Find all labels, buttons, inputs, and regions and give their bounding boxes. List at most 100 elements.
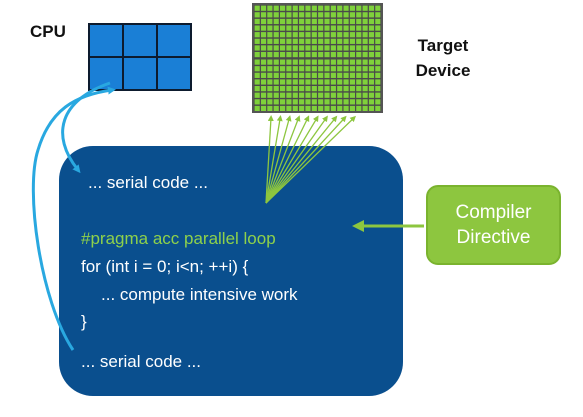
gpu-core: [292, 59, 298, 65]
gpu-core: [305, 66, 311, 72]
gpu-core: [299, 86, 305, 92]
gpu-core: [318, 25, 324, 31]
gpu-core: [292, 72, 298, 78]
gpu-core: [324, 51, 330, 58]
gpu-core: [260, 99, 267, 105]
gpu-core: [343, 59, 349, 65]
gpu-core: [375, 45, 381, 51]
gpu-core: [375, 38, 381, 44]
gpu-core: [349, 45, 355, 51]
gpu-core: [349, 38, 355, 44]
gpu-core: [343, 92, 349, 98]
gpu-core: [260, 45, 267, 51]
gpu-core: [349, 32, 355, 38]
gpu-core: [330, 38, 336, 44]
gpu-core: [330, 79, 336, 85]
gpu-core: [330, 32, 336, 38]
gpu-core: [362, 45, 368, 51]
gpu-core: [305, 79, 311, 85]
gpu-core: [337, 45, 343, 51]
parallel-offload-arrows: [265, 115, 356, 204]
gpu-core: [343, 32, 349, 38]
gpu-core: [318, 51, 324, 58]
gpu-core: [375, 72, 381, 78]
gpu-core: [368, 86, 375, 92]
gpu-core: [299, 38, 305, 44]
gpu-core: [362, 99, 368, 105]
gpu-core: [356, 99, 362, 105]
gpu-core: [343, 25, 349, 31]
gpu-core: [349, 5, 355, 11]
gpu-core: [375, 12, 381, 18]
gpu-core: [273, 86, 279, 92]
gpu-core: [330, 105, 336, 111]
gpu-core: [337, 32, 343, 38]
gpu-core: [356, 105, 362, 111]
gpu-core: [267, 25, 273, 31]
gpu-core: [375, 86, 381, 92]
gpu-core: [273, 51, 279, 58]
gpu-core: [362, 59, 368, 65]
gpu-core: [337, 92, 343, 98]
gpu-core: [324, 25, 330, 31]
gpu-core: [273, 5, 279, 11]
gpu-core: [260, 32, 267, 38]
gpu-core: [260, 18, 267, 25]
gpu-core: [311, 51, 317, 58]
gpu-core: [324, 32, 330, 38]
gpu-core: [337, 18, 343, 25]
gpu-core: [356, 38, 362, 44]
gpu-core: [280, 18, 286, 25]
gpu-core: [356, 18, 362, 25]
gpu-core: [305, 32, 311, 38]
offload-arrow: [265, 115, 319, 204]
gpu-core: [368, 92, 375, 98]
gpu-core: [292, 99, 298, 105]
gpu-core: [292, 18, 298, 25]
gpu-core: [311, 12, 317, 18]
gpu-core: [273, 105, 279, 111]
gpu-core: [349, 99, 355, 105]
gpu-core: [330, 59, 336, 65]
gpu-core: [286, 72, 292, 78]
target-label-line2: Device: [415, 61, 471, 80]
gpu-core: [305, 12, 311, 18]
gpu-core: [311, 72, 317, 78]
gpu-core: [324, 66, 330, 72]
gpu-core: [299, 105, 305, 111]
gpu-core: [311, 86, 317, 92]
gpu-core: [337, 66, 343, 72]
gpu-core: [254, 18, 260, 25]
gpu-core: [299, 99, 305, 105]
gpu-core: [368, 51, 375, 58]
gpu-core: [299, 45, 305, 51]
directive-line2: Directive: [456, 227, 531, 248]
gpu-core: [280, 79, 286, 85]
gpu-chip: [252, 3, 383, 113]
gpu-core: [305, 99, 311, 105]
gpu-core: [324, 59, 330, 65]
gpu-core: [337, 59, 343, 65]
cpu-label: CPU: [30, 22, 66, 41]
gpu-core: [337, 25, 343, 31]
gpu-core: [324, 18, 330, 25]
gpu-core: [286, 105, 292, 111]
gpu-core: [305, 59, 311, 65]
gpu-core: [318, 18, 324, 25]
gpu-core: [343, 51, 349, 58]
gpu-core: [305, 72, 311, 78]
gpu-core: [260, 79, 267, 85]
gpu-core: [254, 72, 260, 78]
gpu-core: [267, 51, 273, 58]
gpu-core: [299, 12, 305, 18]
gpu-core-grid: [254, 5, 381, 111]
gpu-core: [254, 105, 260, 111]
gpu-core: [337, 86, 343, 92]
cpu-return-arrow: [31, 86, 116, 351]
gpu-core: [292, 51, 298, 58]
gpu-core: [273, 38, 279, 44]
gpu-core: [292, 79, 298, 85]
gpu-core: [330, 25, 336, 31]
gpu-core: [280, 12, 286, 18]
gpu-core: [324, 72, 330, 78]
